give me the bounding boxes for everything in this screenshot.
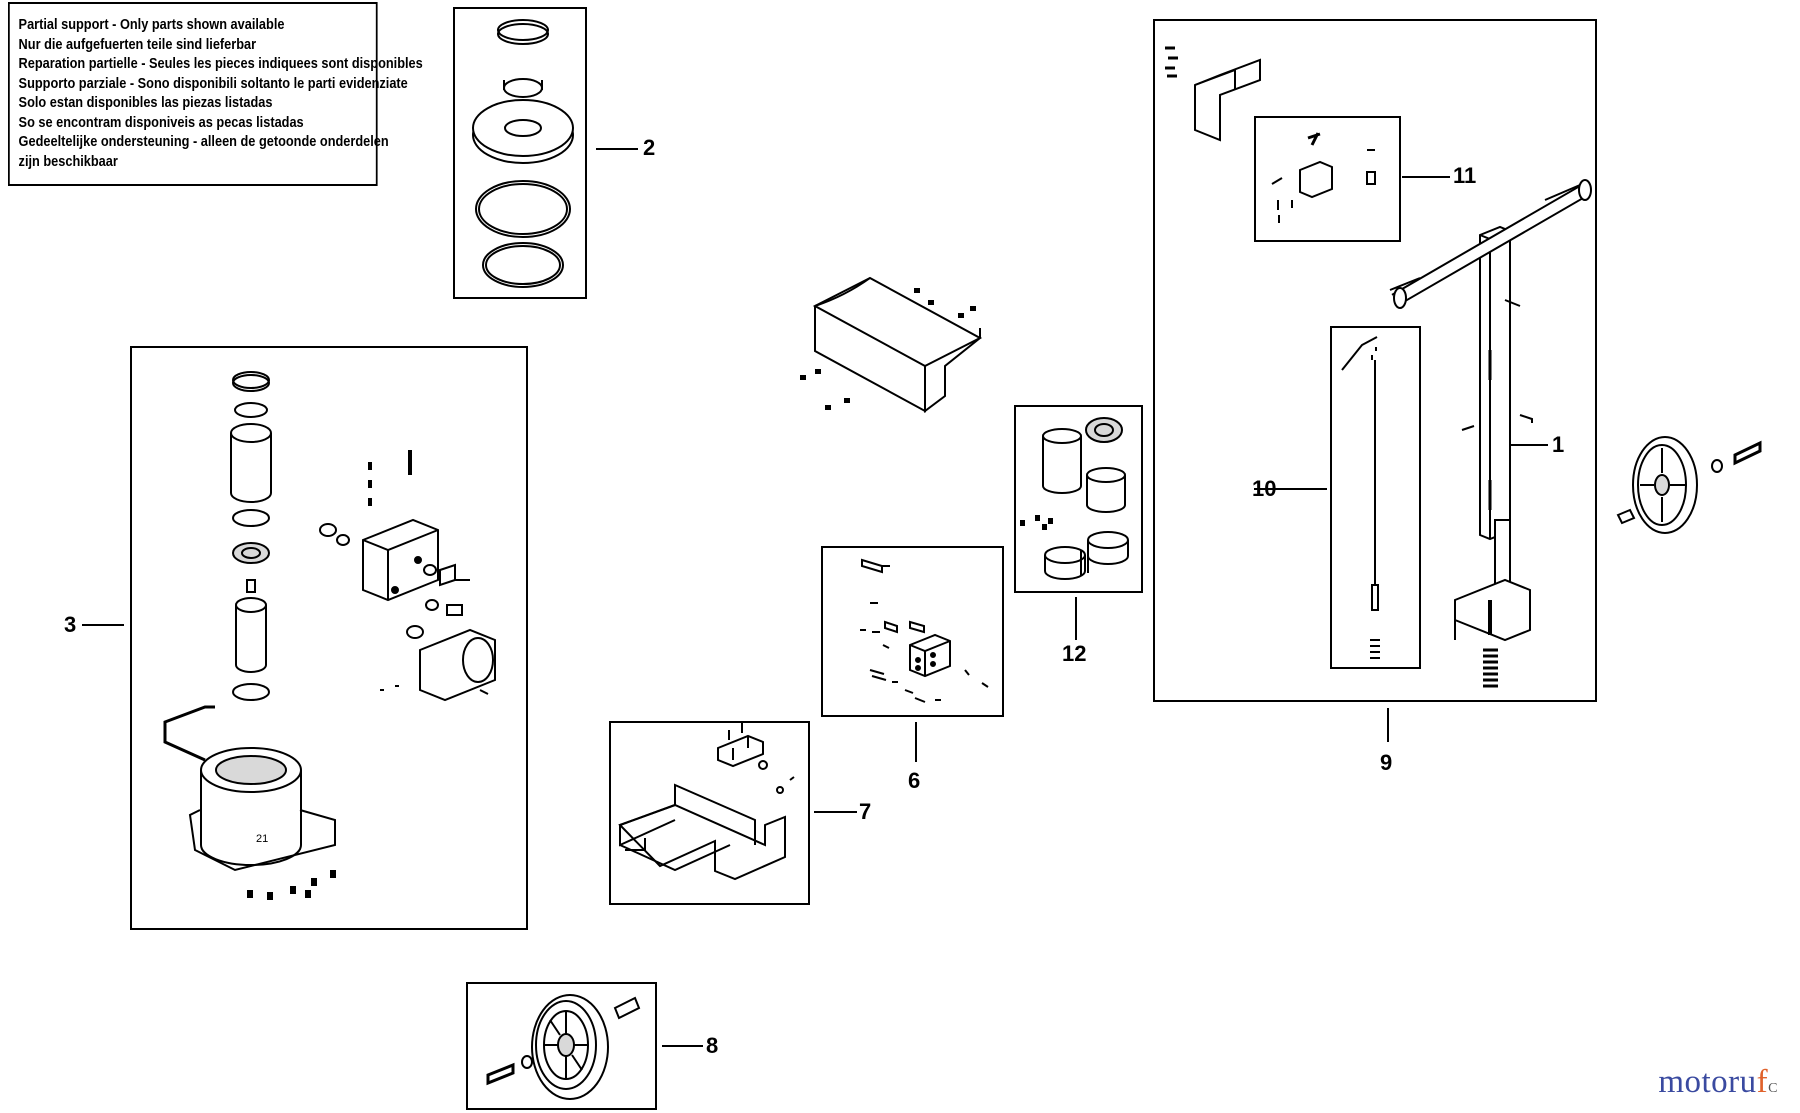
- notice-line-fr: Reparation partielle - Seules les pieces…: [18, 56, 423, 72]
- group-box-11: [1254, 116, 1401, 242]
- callout-1: 1: [1552, 432, 1565, 457]
- callout-3: 3: [64, 612, 77, 637]
- notice-line-nl-cont: zijn beschikbaar: [18, 153, 118, 170]
- callout-7: 7: [859, 799, 872, 824]
- notice-line-nl: Gedeeltelijke ondersteuning - alleen de …: [18, 134, 389, 150]
- logo-part-1: motoru: [1658, 1064, 1757, 1100]
- logo-part-3: C: [1768, 1081, 1778, 1096]
- group-box-9: [1153, 19, 1597, 702]
- callout-8: 8: [706, 1033, 719, 1058]
- callout-6: 6: [908, 768, 921, 793]
- release-rod-10: [1341, 336, 1380, 659]
- cylinder-assembly-3: 21: [163, 371, 496, 900]
- svg-text:21: 21: [256, 833, 268, 845]
- notice-line-pt: So se encontram disponiveis as pecas lis…: [18, 114, 304, 131]
- group-box-6: [821, 546, 1004, 717]
- callout-2: 2: [643, 135, 656, 160]
- notice-line-de: Nur die aufgefuerten teile sind lieferba…: [18, 36, 257, 53]
- seal-kit-2: [472, 19, 574, 288]
- frame-assembly-7: [618, 723, 795, 881]
- group-box-2: [453, 7, 587, 299]
- callout-11: 11: [1453, 163, 1477, 188]
- group-box-10: [1330, 326, 1421, 669]
- partial-support-notice: Partial support - Only parts shown avail…: [8, 2, 423, 186]
- notice-line-es: Solo estan disponibles las piezas listad…: [18, 95, 273, 111]
- notice-line-it: Supporto parziale - Sono disponibili sol…: [18, 75, 408, 92]
- wheel-assembly-8: [486, 994, 641, 1100]
- callout-10: 10: [1252, 476, 1277, 501]
- callout-12: 12: [1062, 641, 1087, 666]
- group-box-3: [130, 346, 528, 930]
- cover-plate: [800, 276, 983, 413]
- valve-control-11: [1271, 132, 1376, 223]
- callout-9: 9: [1380, 750, 1393, 775]
- spacer-kit-12: [1020, 417, 1129, 580]
- handle-assembly-9: [1165, 46, 1762, 688]
- logo-part-2: f: [1756, 1064, 1769, 1100]
- notice-line-en: Partial support - Only parts shown avail…: [18, 17, 285, 33]
- group-box-7: [609, 721, 810, 905]
- brand-logo: motorufC: [1658, 1064, 1778, 1101]
- group-box-8: [466, 982, 657, 1110]
- group-box-12: [1014, 405, 1143, 593]
- valve-block-6: [860, 558, 989, 703]
